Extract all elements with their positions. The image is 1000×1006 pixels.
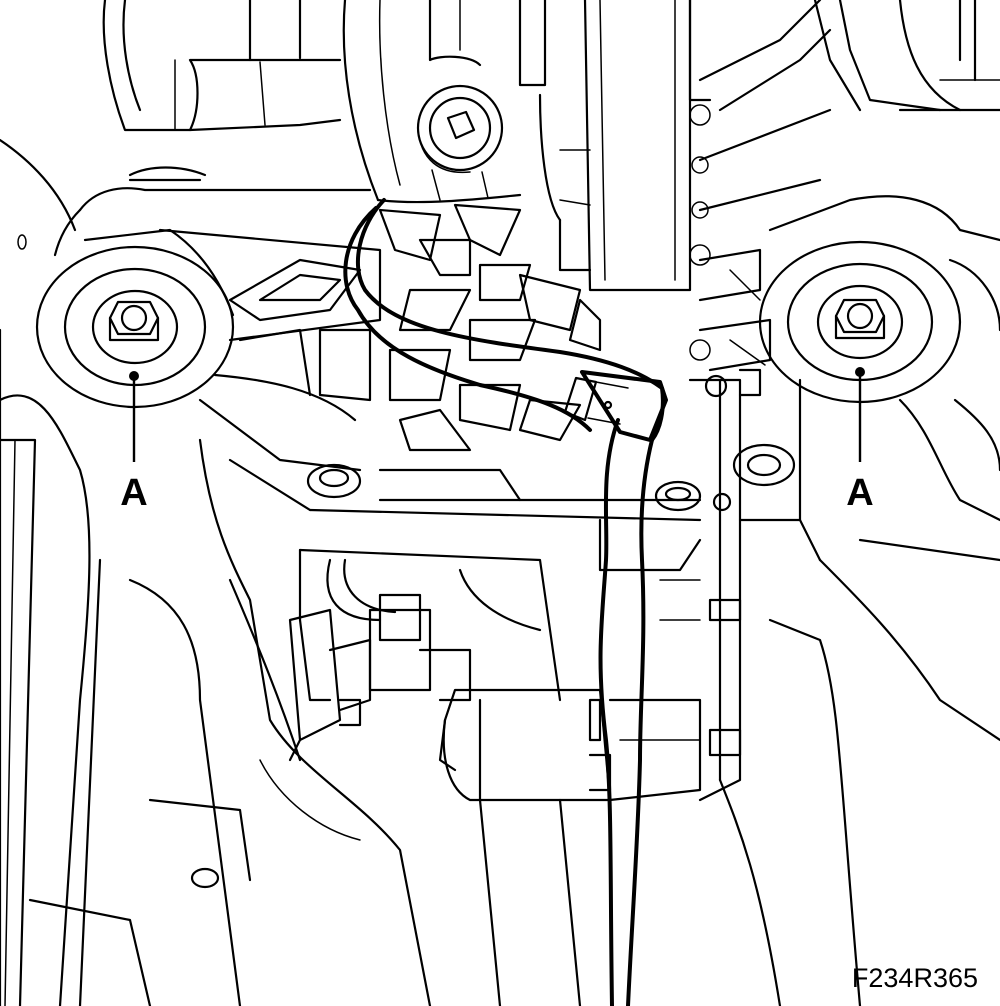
- callout-left-label: A: [120, 472, 147, 514]
- callout-right-label: A: [846, 472, 873, 514]
- subframe-truss: [158, 203, 772, 502]
- callout-right: A: [846, 367, 874, 514]
- left-connector-bracket: [288, 608, 372, 762]
- left-floor-panel: [0, 138, 207, 1006]
- lower-floor-panels: [28, 438, 1000, 1006]
- differential-housing-top: [342, 0, 547, 204]
- upper-axle-shaft: [102, 0, 342, 132]
- upper-bolt: [416, 84, 504, 201]
- electric-motor: [438, 688, 702, 802]
- figure-id: F234R365: [851, 963, 978, 993]
- callout-left: A: [120, 371, 148, 514]
- upper-right-bracket: [688, 0, 1000, 361]
- right-vertical-bracket: [688, 368, 822, 802]
- wiring-harness: [343, 198, 668, 1006]
- center-prop-shaft: [538, 0, 692, 292]
- right-mount-bushing: [758, 195, 1000, 522]
